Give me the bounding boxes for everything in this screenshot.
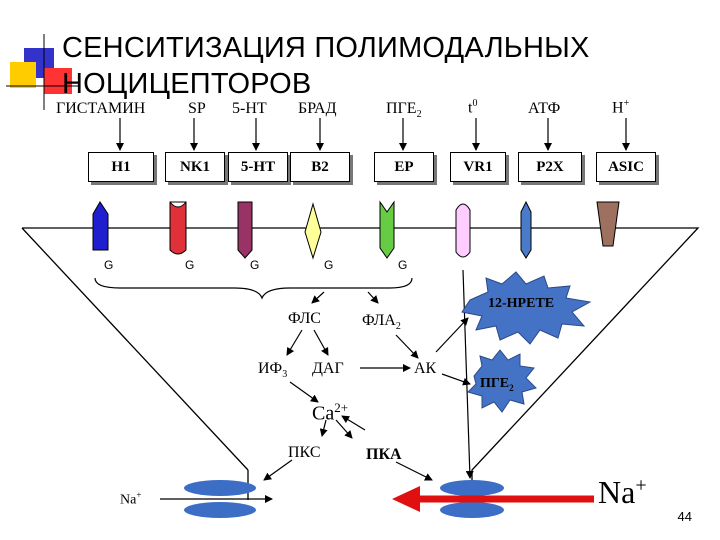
receptor-5ht-shape <box>237 201 253 259</box>
receptor-b2-shape <box>304 202 322 260</box>
ak-label: АК <box>414 360 437 377</box>
receptor-h1-shape <box>92 201 109 251</box>
g-label-4: G <box>324 258 334 272</box>
g-label-1: G <box>104 258 114 272</box>
receptor-vr1-shape <box>455 203 471 258</box>
pge2-star <box>467 349 537 413</box>
mediator-arrows <box>116 118 630 151</box>
mediator-pge: ПГЕ2 <box>386 100 422 121</box>
na-small-label: Na+ <box>120 490 142 508</box>
mediator-h: Н+ <box>612 98 630 117</box>
ion-channel-left <box>184 480 256 518</box>
decorative-squares-icon <box>6 34 80 110</box>
pge2-star-label: ПГЕ2 <box>480 376 514 393</box>
mediator-histamine: ГИСТАМИН <box>56 100 146 117</box>
hpete-star <box>461 271 592 345</box>
mediator-atp: АТФ <box>528 100 561 117</box>
title-line-2: НОЦИЦЕПТОРОВ <box>62 68 312 100</box>
receptor-5ht: 5-HT <box>228 152 288 182</box>
pkc-label: ПКС <box>288 444 321 461</box>
page-number: 44 <box>677 509 692 524</box>
receptor-asic-shape <box>596 201 620 247</box>
fla-label: ФЛА2 <box>362 312 401 333</box>
dag-label: ДАГ <box>312 360 344 377</box>
pathway-arrows <box>263 269 474 481</box>
mediator-sp: SP <box>188 100 206 117</box>
if3-label: ИФ3 <box>258 360 288 381</box>
receptor-vr1: VR1 <box>450 152 506 182</box>
receptor-p2x-shape <box>520 200 532 259</box>
mediator-5ht: 5-HT <box>232 100 267 117</box>
cell-membrane-outline <box>21 227 700 500</box>
receptor-ep: EP <box>374 152 434 182</box>
fls-label: ФЛС <box>288 310 321 327</box>
receptor-b2: B2 <box>290 152 350 182</box>
receptor-h1: H1 <box>88 152 154 182</box>
title-line-1: СЕНСИТИЗАЦИЯ ПОЛИМОДАЛЬНЫХ <box>62 32 590 64</box>
g-label-5: G <box>398 258 408 272</box>
receptor-nk1: NK1 <box>165 152 225 182</box>
hpete-label: 12-НРЕТЕ <box>488 296 555 311</box>
na-big-arrow <box>392 486 594 512</box>
g-label-2: G <box>185 258 195 272</box>
g-label-3: G <box>250 258 260 272</box>
g-protein-brace <box>94 277 413 300</box>
receptor-ep-shape <box>379 200 395 259</box>
receptor-asic: ASIC <box>596 152 656 182</box>
ca-label: Са2+ <box>312 400 349 425</box>
receptor-nk1-shape <box>169 201 187 255</box>
ion-channel-right <box>440 480 504 518</box>
na-big-label: Na+ <box>598 474 647 510</box>
receptor-p2x: P2X <box>518 152 582 182</box>
mediator-temperature: t0 <box>468 98 478 117</box>
mediator-brad: БРАД <box>298 100 337 117</box>
pka-label: ПКА <box>366 446 402 463</box>
